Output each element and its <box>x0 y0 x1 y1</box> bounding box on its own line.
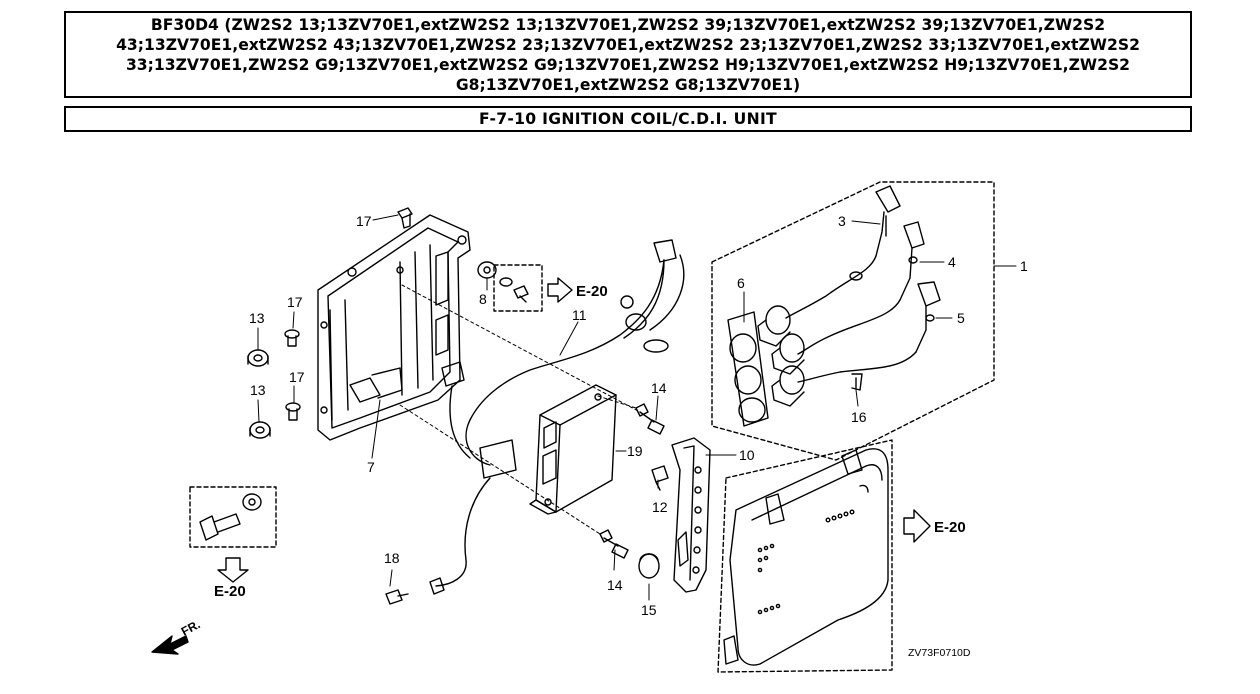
dashed-group-box-left <box>189 486 277 548</box>
callout-7: 7 <box>367 459 375 475</box>
dashed-group-box-top <box>493 264 543 312</box>
callout-12: 12 <box>652 499 668 515</box>
plug-cap-3-part <box>875 185 901 257</box>
ref-arrow-left-icon <box>217 557 249 583</box>
ignition-coil-middle-part <box>771 333 805 375</box>
callout-16: 16 <box>851 409 867 425</box>
callout-18: 18 <box>384 550 400 566</box>
coil-assembly-dashed-region <box>711 181 995 461</box>
bolt-14-upper-part <box>635 403 665 435</box>
section-title: F-7-10 IGNITION COIL/C.D.I. UNIT <box>478 110 777 128</box>
section-title-box: F-7-10 IGNITION COIL/C.D.I. UNIT <box>64 106 1192 132</box>
callout-17-top: 17 <box>356 213 372 229</box>
ref-label-left: E-20 <box>214 583 246 600</box>
bolt-17-middle-part <box>284 329 300 347</box>
cap-15-part <box>638 553 660 579</box>
grommet-13-upper-part <box>247 349 269 367</box>
grommet-13-lower-part <box>249 421 271 439</box>
callout-11: 11 <box>572 307 587 323</box>
callout-14-upper: 14 <box>651 380 667 396</box>
bolt-14-lower-part <box>599 529 629 559</box>
ignition-coil-upper-part <box>757 305 791 347</box>
high-tension-leads-part <box>785 255 935 383</box>
ref-arrow-right-icon <box>903 509 931 543</box>
plug-cap-5-part <box>915 281 941 353</box>
leader-lines <box>257 214 1017 601</box>
plug-cap-4-part <box>899 221 925 301</box>
callout-10: 10 <box>739 447 755 463</box>
ref-label-right: E-20 <box>934 519 966 536</box>
cdi-unit-19-part <box>529 384 617 515</box>
grommet-strip-10-part <box>671 437 711 593</box>
wire-harness-11-part <box>429 239 685 595</box>
callout-13-upper: 13 <box>249 310 265 326</box>
callout-1: 1 <box>1020 258 1028 274</box>
callout-17-lower: 17 <box>289 369 305 385</box>
callout-3: 3 <box>838 213 846 229</box>
callout-6: 6 <box>737 275 745 291</box>
clip-12-part <box>651 465 669 491</box>
bracket-plate-part <box>317 214 471 441</box>
callout-19: 19 <box>627 443 643 459</box>
bolt-17-top-part <box>397 207 413 229</box>
bolt-washer-left-part <box>199 493 262 541</box>
cover-dashed-region <box>717 439 893 673</box>
callout-15: 15 <box>641 602 657 618</box>
callout-8: 8 <box>479 291 487 307</box>
callout-4: 4 <box>948 254 956 270</box>
cdi-cover-part <box>723 448 889 666</box>
front-direction-arrow-icon <box>151 635 189 655</box>
callout-13-lower: 13 <box>250 382 266 398</box>
front-label: FR. <box>179 617 203 638</box>
callout-14-lower: 14 <box>607 577 623 593</box>
ref-label-top: E-20 <box>576 283 608 300</box>
bolt-17-lower-part <box>285 402 301 421</box>
model-title: BF30D4 (ZW2S2 13;13ZV70E1,extZW2S2 13;13… <box>116 15 1140 94</box>
model-title-box: BF30D4 (ZW2S2 13;13ZV70E1,extZW2S2 13;13… <box>64 11 1192 98</box>
diagram-code: ZV73F0710D <box>908 647 971 659</box>
callout-17-middle: 17 <box>287 294 303 310</box>
coil-holder-6-part <box>727 311 769 427</box>
clip-16-part <box>851 373 863 391</box>
callout-5: 5 <box>957 310 965 326</box>
ref-arrow-top-icon <box>547 277 573 303</box>
screw-18-part <box>385 589 409 605</box>
ignition-coil-lower-part <box>771 365 805 407</box>
